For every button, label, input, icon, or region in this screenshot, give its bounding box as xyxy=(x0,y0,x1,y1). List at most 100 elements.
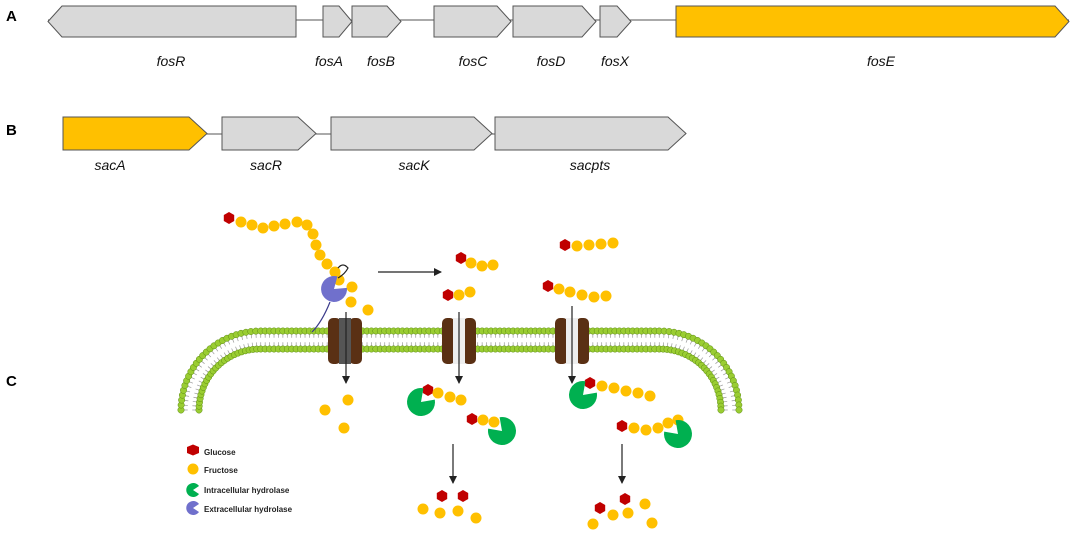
legend-intracellular-hydrolase-icon xyxy=(186,483,199,497)
legend-intracellular-label: Intracellular hydrolase xyxy=(204,486,290,495)
arrows xyxy=(337,264,626,484)
transporter xyxy=(555,318,589,364)
gene-arrow-fosA xyxy=(322,5,353,38)
fructose-unit xyxy=(319,404,331,416)
fructose-unit xyxy=(587,518,599,530)
fructose-unit xyxy=(607,509,619,521)
gene-arrow-sacA xyxy=(62,116,208,151)
lipid-head xyxy=(717,406,725,414)
fructose-unit xyxy=(321,258,333,270)
legend-fructose-label: Fructose xyxy=(204,466,238,475)
fructose-unit xyxy=(455,394,467,406)
gene-arrow-fosC xyxy=(433,5,512,38)
fructose-unit xyxy=(310,239,322,251)
glucose-unit xyxy=(616,420,628,432)
gene-arrow-sacK xyxy=(330,116,493,151)
glucose-unit xyxy=(223,212,235,224)
lipid-head xyxy=(735,406,743,414)
fructose-unit xyxy=(646,517,658,529)
panel-label-b: B xyxy=(6,122,17,139)
panel-label-c: C xyxy=(6,373,17,390)
fructose-unit xyxy=(314,249,326,261)
intracellular-hydrolase xyxy=(663,419,692,448)
glucose-unit xyxy=(457,490,469,502)
gene-label-fosB: fosB xyxy=(367,53,395,69)
fructose-unit xyxy=(476,260,488,272)
gene-label-sacpts: sacpts xyxy=(570,157,610,173)
fructose-unit xyxy=(632,387,644,399)
intracellular-hydrolase xyxy=(487,416,516,445)
glucose-unit xyxy=(584,377,596,389)
gene-arrow-fosD xyxy=(512,5,597,38)
transporters xyxy=(328,318,589,364)
glucose-unit xyxy=(542,280,554,292)
legend-glucose-icon xyxy=(187,444,199,456)
fructose-unit xyxy=(452,505,464,517)
fructose-unit xyxy=(487,259,499,271)
fructose-unit xyxy=(465,257,477,269)
legend-glucose-label: Glucose xyxy=(204,448,236,457)
glucose-unit xyxy=(442,289,454,301)
cleavage-mark xyxy=(337,264,349,279)
fructose-unit xyxy=(338,422,350,434)
fructose-unit xyxy=(291,216,303,228)
fructose-unit xyxy=(608,382,620,394)
fructose-unit xyxy=(434,507,446,519)
legend-extracellular-label: Extracellular hydrolase xyxy=(204,505,293,514)
fructose-unit xyxy=(628,422,640,434)
legend-extracellular-hydrolase-icon xyxy=(186,501,199,515)
glucose-unit xyxy=(455,252,467,264)
fructose-unit xyxy=(488,416,500,428)
fructose-unit xyxy=(417,503,429,515)
fructose-unit xyxy=(345,296,357,308)
fructose-unit xyxy=(257,222,269,234)
glucose-unit xyxy=(594,502,606,514)
fructose-unit xyxy=(346,281,358,293)
fructose-unit xyxy=(596,380,608,392)
gene-arrow-sacpts xyxy=(494,116,687,151)
fructose-unit xyxy=(640,424,652,436)
fructose-unit xyxy=(268,220,280,232)
fructose-unit xyxy=(444,391,456,403)
fructose-unit xyxy=(453,289,465,301)
gene-label-fosR: fosR xyxy=(157,53,186,69)
fructose-unit xyxy=(553,283,565,295)
panel-label-a: A xyxy=(6,8,17,25)
fructose-unit xyxy=(600,290,612,302)
fructose-unit xyxy=(652,422,664,434)
gene-label-fosC: fosC xyxy=(459,53,489,69)
glucose-unit xyxy=(422,384,434,396)
extracellular-hydrolase xyxy=(321,275,348,302)
gene-label-fosD: fosD xyxy=(537,53,566,69)
glucose-unit xyxy=(619,493,631,505)
gene-arrow-sacR xyxy=(221,116,317,151)
intracellular-hydrolase xyxy=(407,387,436,416)
fructose-unit xyxy=(464,286,476,298)
hydrolases xyxy=(311,275,692,448)
fructose-unit xyxy=(564,286,576,298)
fructose-unit xyxy=(644,390,656,402)
fructose-unit xyxy=(307,228,319,240)
fructose-unit xyxy=(662,417,674,429)
fructose-unit xyxy=(622,507,634,519)
fructose-unit xyxy=(432,387,444,399)
gene-arrow-fosR xyxy=(47,5,297,38)
fructose-unit xyxy=(477,414,489,426)
gene-arrow-fosB xyxy=(351,5,402,38)
transporter xyxy=(328,318,362,364)
gene-arrow-fosX xyxy=(599,5,632,38)
glucose-unit xyxy=(436,490,448,502)
fructose-unit xyxy=(362,304,374,316)
sugar-molecules xyxy=(223,212,684,530)
fructose-unit xyxy=(246,219,258,231)
fructose-unit xyxy=(235,216,247,228)
gene-label-sacR: sacR xyxy=(250,157,282,173)
legend: Glucose Fructose Intracellular hydrolase… xyxy=(186,444,293,515)
gene-label-sacK: sacK xyxy=(398,157,430,173)
fructose-unit xyxy=(470,512,482,524)
gene-arrow-fosE xyxy=(675,5,1070,38)
gene-label-fosE: fosE xyxy=(867,53,896,69)
